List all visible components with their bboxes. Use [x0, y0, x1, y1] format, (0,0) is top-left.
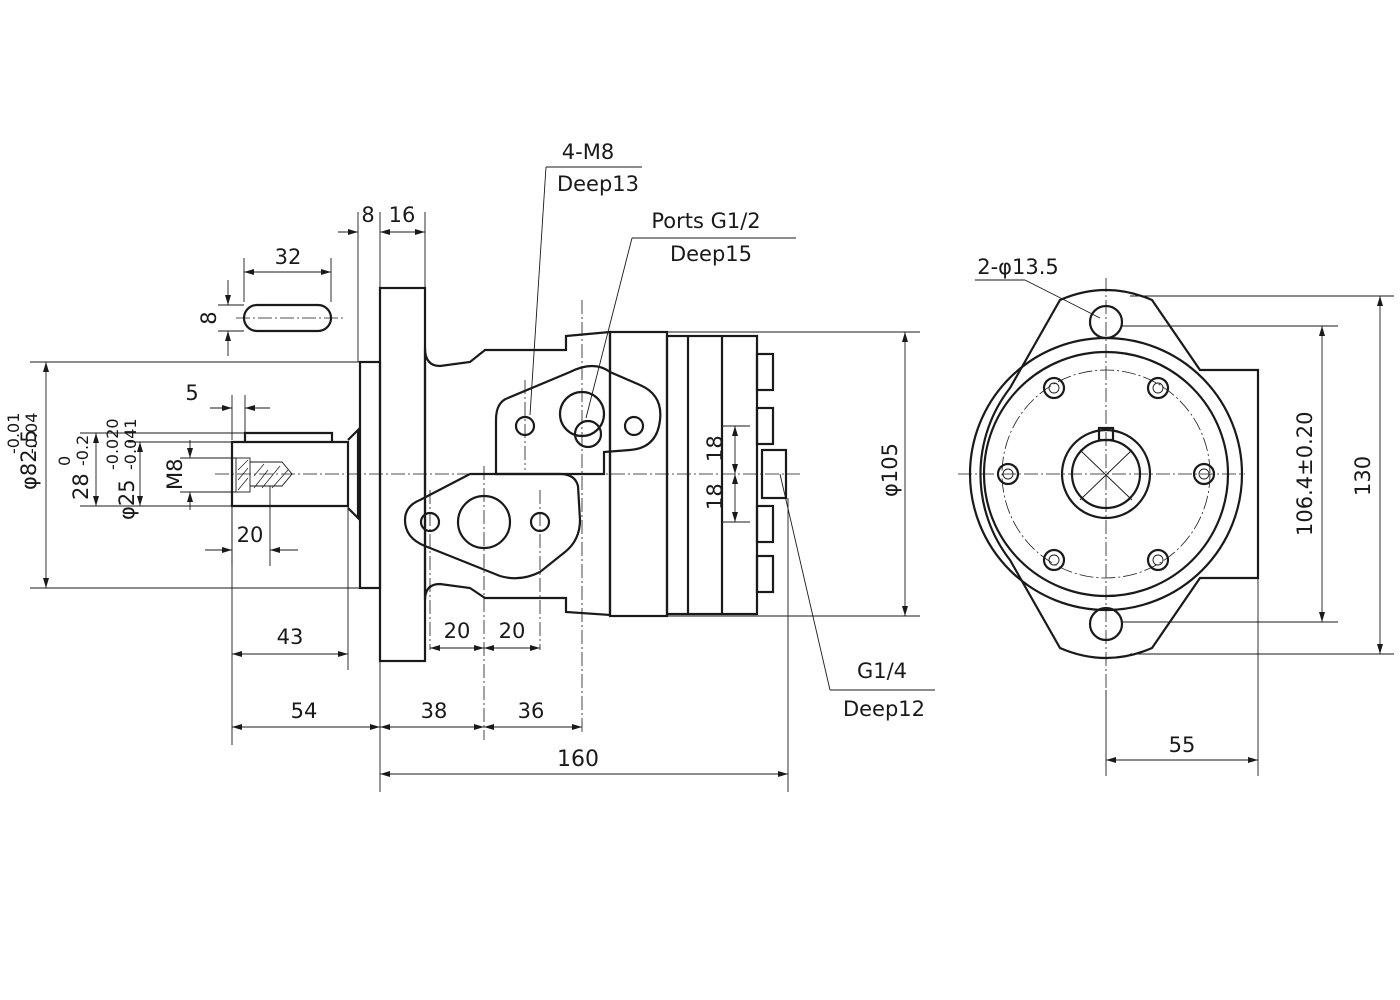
dim-shaft-tol-lower: -0.041 — [121, 418, 140, 470]
note-drain-depth: Deep12 — [843, 697, 925, 721]
dim-shaft-step: 5 — [185, 381, 198, 405]
note-bolt-depth: Deep13 — [557, 172, 639, 196]
dim-pilot-tol-upper: -0.01 — [4, 413, 23, 454]
mounting-flange — [378, 286, 427, 663]
dim-port-spacing-right: 20 — [499, 619, 526, 643]
dim-pilot-diameter: φ82.5 — [17, 429, 41, 490]
note-bolt: 4-M8 — [562, 140, 614, 164]
note-drain: G1/4 — [857, 659, 907, 683]
dim-bolt-spacing: 106.4±0.20 — [1293, 412, 1317, 536]
dim-port-offset-up: 18 — [703, 435, 727, 462]
dim-flange-height: 130 — [1351, 456, 1375, 496]
dim-thread: M8 — [163, 459, 187, 490]
dim-shaft-tol-upper: -0.020 — [103, 418, 122, 470]
keyway — [1097, 426, 1115, 442]
dim-port-offset-down: 18 — [703, 483, 727, 510]
front-flange-outline — [979, 288, 1260, 660]
port-plate-lower — [403, 472, 582, 580]
dim-key-width: 8 — [197, 311, 221, 324]
pilot-boss — [358, 360, 382, 590]
end-cap-bolts — [755, 352, 788, 594]
dim-key-height-tol-upper: 0 — [55, 456, 74, 466]
dim-thread-depth: 20 — [237, 523, 264, 547]
dim-flange-offset: 16 — [389, 203, 416, 227]
dim-shaft-length: 43 — [277, 625, 304, 649]
output-shaft — [230, 431, 350, 508]
mounting-hole-icon — [1088, 304, 1124, 340]
bolt-hole-icon — [623, 415, 645, 437]
note-holes: 2-φ13.5 — [977, 255, 1059, 279]
front-view — [958, 278, 1260, 690]
side-view-dimensions: 8 16 32 8 5 φ82.5 -0.01 -0.04 28 0 -0.2 — [4, 140, 935, 792]
dim-key-length: 32 — [275, 245, 302, 269]
shaft-section-hatch — [237, 459, 289, 491]
front-bolts — [996, 376, 1216, 572]
front-body-inner-circle — [982, 350, 1230, 598]
dim-overall-length: 160 — [557, 747, 599, 772]
side-view — [215, 286, 800, 740]
bolt-pitch-circle — [1001, 369, 1211, 579]
dim-shaft-diameter: φ25 — [115, 479, 139, 520]
dim-flange-thick: 8 — [361, 203, 374, 227]
dim-key-height-tol-lower: -0.2 — [73, 435, 92, 466]
drain-plug — [760, 448, 788, 500]
dim-36: 36 — [518, 699, 545, 723]
shaft-seal — [347, 427, 360, 521]
note-ports-depth: Deep15 — [670, 242, 752, 266]
dim-port-spacing-left: 20 — [444, 619, 471, 643]
front-view-dimensions: 2-φ13.5 106.4±0.20 130 55 — [975, 255, 1394, 776]
drain-hole-icon — [573, 419, 603, 449]
front-hub — [1060, 428, 1152, 520]
note-ports: Ports G1/2 — [651, 209, 760, 233]
end-cap — [665, 334, 759, 616]
dim-38: 38 — [421, 699, 448, 723]
dim-key-height: 28 — [69, 473, 93, 500]
mounting-hole-icon — [1088, 606, 1124, 642]
port-plate-upper — [494, 364, 662, 476]
dim-port-extension: 55 — [1169, 733, 1196, 757]
dim-pilot-tol-lower: -0.04 — [22, 413, 41, 454]
dim-54: 54 — [291, 699, 318, 723]
dim-body-diameter: φ105 — [878, 443, 902, 497]
